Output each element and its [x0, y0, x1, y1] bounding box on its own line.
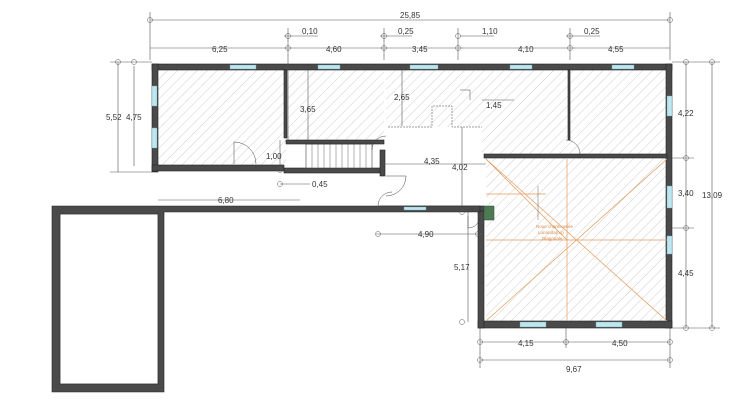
dimensions-left: 5,52 4,75 — [106, 61, 152, 173]
dim-517: 5,17 — [454, 263, 470, 272]
dim-bottom-total: 9,67 — [566, 365, 582, 374]
dimensions-bottom: 4,15 4,50 9,67 — [477, 328, 673, 374]
dim-435: 4,35 — [424, 157, 440, 166]
dim-045: 0,45 — [312, 180, 328, 189]
dim-seg-5: 4,55 — [608, 45, 624, 54]
room-center — [288, 69, 384, 141]
outbuilding — [51, 205, 481, 393]
wall-bottom-right — [477, 320, 673, 329]
dim-right-overall: 13,09 — [702, 191, 723, 200]
dim-265: 2,65 — [394, 93, 410, 102]
room-right-top — [482, 69, 667, 159]
dim-seg-1: 6,25 — [212, 45, 228, 54]
dim-right-seg-3: 4,45 — [678, 269, 694, 278]
dim-bottom-2: 4,50 — [612, 339, 628, 348]
wall-lower-left — [477, 209, 485, 329]
staircase — [285, 139, 385, 169]
dim-left-inner: 4,75 — [126, 113, 142, 122]
dim-overall-top: 25,85 — [400, 11, 421, 20]
dimensions-inner: 3,65 2,65 1,45 1,00 0,45 4,35 4,02 6,80 … — [158, 70, 514, 325]
dimensions-right: 13,09 4,22 3,40 4,45 — [672, 61, 723, 331]
dim-bottom-1: 4,15 — [518, 339, 534, 348]
wall-left — [151, 63, 159, 173]
wall-connector-v — [379, 149, 386, 177]
wall-partition — [483, 153, 668, 159]
dim-offset-1: 0,10 — [302, 27, 318, 36]
dimensions-top: 25,85 0,10 0,25 1,10 0,25 6,25 4,60 3,45… — [115, 11, 715, 140]
dim-right-seg-2: 3,40 — [678, 189, 694, 198]
dim-offset-4: 0,25 — [584, 27, 600, 36]
dim-right-seg-1: 4,22 — [678, 109, 694, 118]
wall-bottom-left — [151, 164, 285, 172]
dim-100: 1,00 — [266, 152, 282, 161]
dim-offset-2: 0,25 — [398, 27, 414, 36]
dim-seg-4: 4,10 — [518, 45, 534, 54]
wall-inner-v1 — [283, 69, 288, 139]
dim-offset-3: 1,10 — [482, 27, 498, 36]
dim-seg-2: 4,60 — [326, 45, 342, 54]
annotation-line-1: Noue chantournée — [536, 224, 574, 229]
room-left — [158, 69, 286, 165]
wall-inner-v2 — [567, 69, 571, 141]
annotation-line-2: Lunaruta(no) — [538, 230, 564, 235]
annotation-line-3: Diagonale — [542, 236, 563, 241]
dim-365: 3,65 — [300, 105, 316, 114]
roof-lines — [483, 158, 668, 322]
wall-stair-bottom — [283, 167, 385, 174]
windows — [151, 64, 673, 328]
doors — [233, 89, 581, 229]
dim-402: 4,02 — [452, 163, 468, 172]
dim-490: 4,90 — [418, 230, 434, 239]
dim-seg-3: 3,45 — [412, 45, 428, 54]
dim-680: 6,80 — [218, 196, 234, 205]
room-fills — [158, 69, 667, 321]
roof-annotation: Noue chantournée Lunaruta(no) Diagonale — [536, 224, 574, 241]
dim-left-outer: 5,52 — [106, 113, 122, 122]
dim-145: 1,45 — [486, 101, 502, 110]
